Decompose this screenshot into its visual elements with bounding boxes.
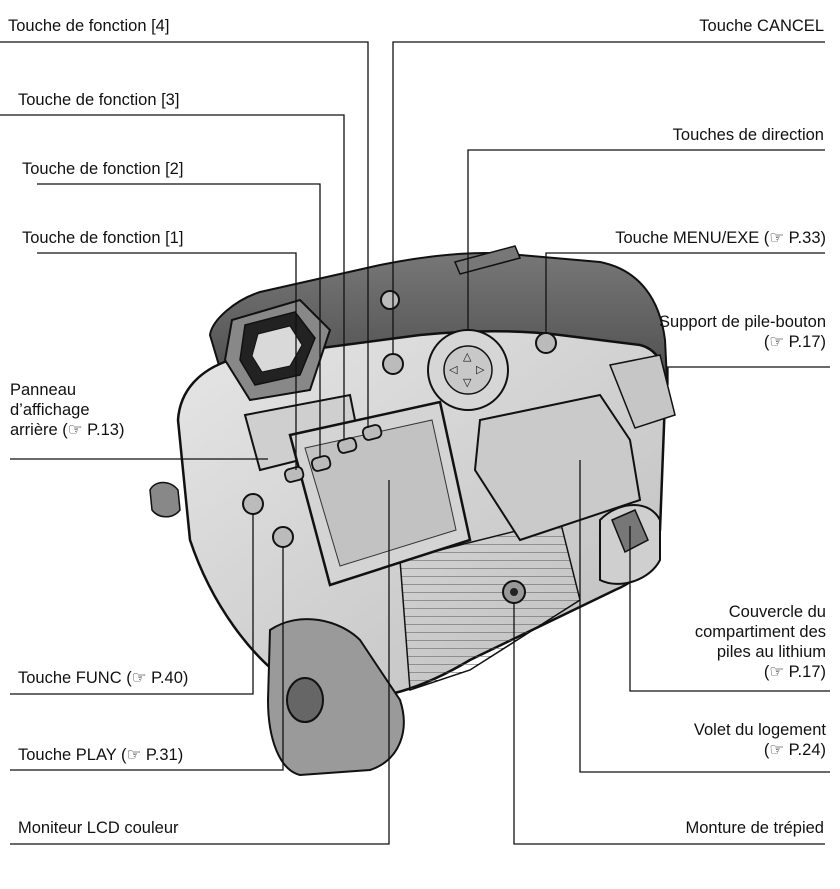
leader-fonction3 [0, 114, 345, 440]
label-lcd: Moniteur LCD couleur [18, 819, 179, 837]
label-volet-line2: (☞ P.24) [763, 741, 826, 759]
viewfinder [223, 298, 332, 402]
leader-support [667, 366, 830, 385]
leader-menu [545, 252, 825, 333]
down-arrow-icon: ▽ [463, 376, 472, 389]
play-button [272, 526, 294, 548]
func-button [242, 493, 264, 515]
label-couvercle-line1: Couvercle du [728, 603, 826, 621]
right-arrow-icon: ▷ [476, 363, 485, 376]
leader-fonction2 [37, 183, 321, 457]
leader-lcd [10, 480, 390, 845]
leader-volet [579, 460, 830, 773]
label-panneau: Panneau d’affichage arrière (☞ P.13) [10, 380, 124, 440]
label-fonction4: Touche de fonction [4] [8, 17, 170, 35]
card-slot-cover [473, 393, 642, 542]
leader-lines [0, 41, 830, 845]
label-volet: Volet du logement (☞ P.24) [694, 720, 826, 760]
leader-cancel [392, 41, 825, 354]
mode-dial [453, 245, 522, 275]
function-buttons [283, 424, 383, 483]
direction-pad [427, 329, 509, 411]
label-support-line2: (☞ P.17) [763, 333, 826, 351]
label-cancel: Touche CANCEL [699, 17, 824, 35]
direction-glyphs: △ ▽ ◁ ▷ [444, 346, 492, 394]
label-panneau-line2: d’affichage [10, 401, 90, 419]
leader-func [10, 514, 254, 695]
label-func: Touche FUNC (☞ P.40) [18, 669, 189, 687]
label-support: Support de pile-bouton (☞ P.17) [659, 312, 826, 352]
label-menu: Touche MENU/EXE (☞ P.33) [615, 229, 826, 247]
leader-fonction4 [0, 41, 369, 428]
lcd-monitor [288, 400, 472, 587]
top-button [380, 290, 400, 310]
label-play: Touche PLAY (☞ P.31) [18, 746, 184, 764]
label-panneau-line1: Panneau [10, 381, 77, 399]
lens-barrel [286, 677, 324, 723]
label-couvercle-line3: piles au lithium [716, 643, 826, 661]
label-couvercle-line2: compartiment des [694, 623, 826, 641]
leader-couvercle [629, 526, 830, 692]
label-fonction1: Touche de fonction [1] [22, 229, 184, 247]
label-fonction3: Touche de fonction [3] [18, 91, 180, 109]
leader-direction [467, 149, 825, 330]
tripod-socket [502, 580, 526, 604]
left-arrow-icon: ◁ [449, 363, 458, 376]
label-fonction2: Touche de fonction [2] [22, 160, 184, 178]
label-trepied: Monture de trépied [685, 819, 824, 837]
label-support-line1: Support de pile-bouton [659, 313, 826, 331]
label-volet-line1: Volet du logement [693, 721, 826, 739]
cancel-button [382, 353, 404, 375]
label-panneau-line3: arrière (☞ P.13) [10, 421, 125, 439]
label-couvercle-line4: (☞ P.17) [763, 663, 826, 681]
label-direction: Touches de direction [672, 126, 824, 144]
menu-exe-button [535, 332, 557, 354]
coin-battery-holder [608, 354, 676, 429]
leader-trepied [513, 603, 825, 845]
label-couvercle: Couvercle du compartiment des piles au l… [695, 602, 826, 682]
leader-play [10, 547, 284, 771]
leader-fonction1 [37, 252, 297, 470]
up-arrow-icon: △ [463, 350, 472, 363]
